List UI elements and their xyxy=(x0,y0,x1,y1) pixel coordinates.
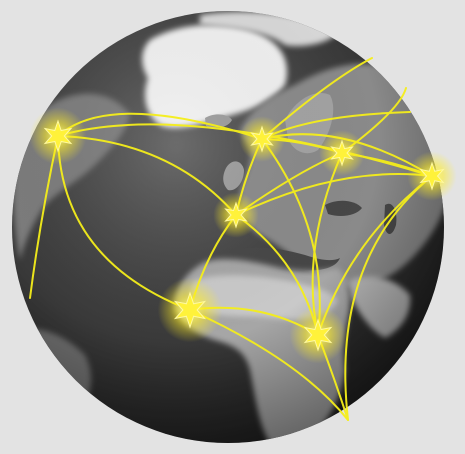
globe-illustration xyxy=(0,0,465,454)
image-stage xyxy=(0,0,465,454)
